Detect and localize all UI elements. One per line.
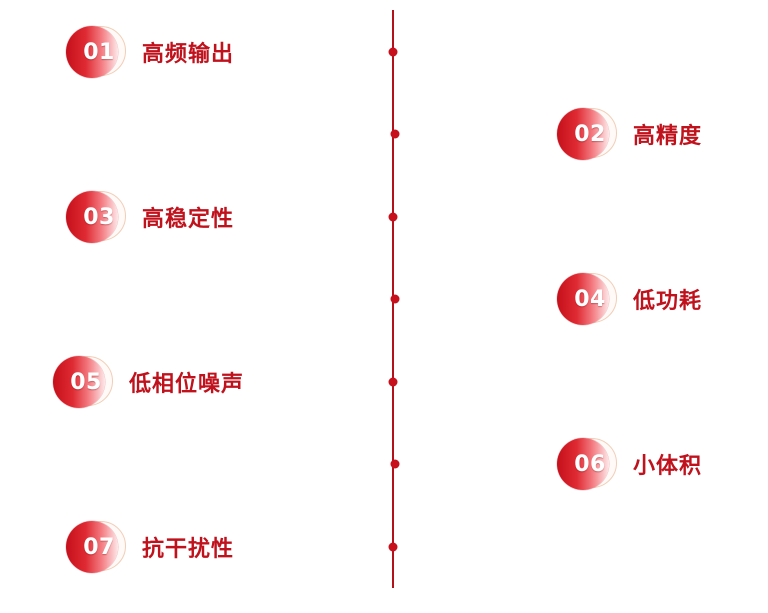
feature-item-02: 02 高精度 <box>557 106 702 162</box>
badge-disc <box>557 108 609 160</box>
number-badge: 04 <box>557 271 619 327</box>
timeline-dot-06 <box>390 459 400 469</box>
badge-number: 05 <box>70 369 102 395</box>
number-badge: 01 <box>66 24 128 80</box>
badge-number: 04 <box>574 286 606 312</box>
feature-label: 抗干扰性 <box>142 537 235 562</box>
number-badge: 02 <box>557 106 619 162</box>
badge-number: 06 <box>574 451 606 477</box>
number-badge: 07 <box>66 519 128 575</box>
badge-disc <box>53 356 105 408</box>
timeline-dot-03 <box>388 212 398 222</box>
badge-number: 02 <box>574 121 606 147</box>
number-badge: 06 <box>557 436 619 492</box>
feature-item-07: 07 抗干扰性 <box>66 519 234 575</box>
feature-label: 低相位噪声 <box>129 372 245 397</box>
timeline-dot-04 <box>390 294 400 304</box>
timeline-dot-01 <box>388 47 398 57</box>
feature-item-03: 03 高稳定性 <box>66 189 234 245</box>
feature-label: 高稳定性 <box>142 207 235 232</box>
badge-number: 03 <box>83 204 115 230</box>
number-badge: 05 <box>53 354 115 410</box>
feature-label: 高频输出 <box>142 42 235 67</box>
badge-disc <box>66 26 118 78</box>
feature-label: 低功耗 <box>633 289 703 314</box>
timeline-dot-07 <box>388 542 398 552</box>
timeline-dot-05 <box>388 377 398 387</box>
badge-number: 07 <box>83 534 115 560</box>
timeline-dot-02 <box>390 129 400 139</box>
badge-disc <box>66 191 118 243</box>
feature-item-05: 05 低相位噪声 <box>53 354 244 410</box>
feature-label: 高精度 <box>633 124 703 149</box>
feature-item-04: 04 低功耗 <box>557 271 702 327</box>
badge-number: 01 <box>83 39 115 65</box>
badge-disc <box>557 438 609 490</box>
feature-item-06: 06 小体积 <box>557 436 702 492</box>
number-badge: 03 <box>66 189 128 245</box>
badge-disc <box>557 273 609 325</box>
feature-item-01: 01 高频输出 <box>66 24 234 80</box>
feature-label: 小体积 <box>633 454 703 479</box>
badge-disc <box>66 521 118 573</box>
